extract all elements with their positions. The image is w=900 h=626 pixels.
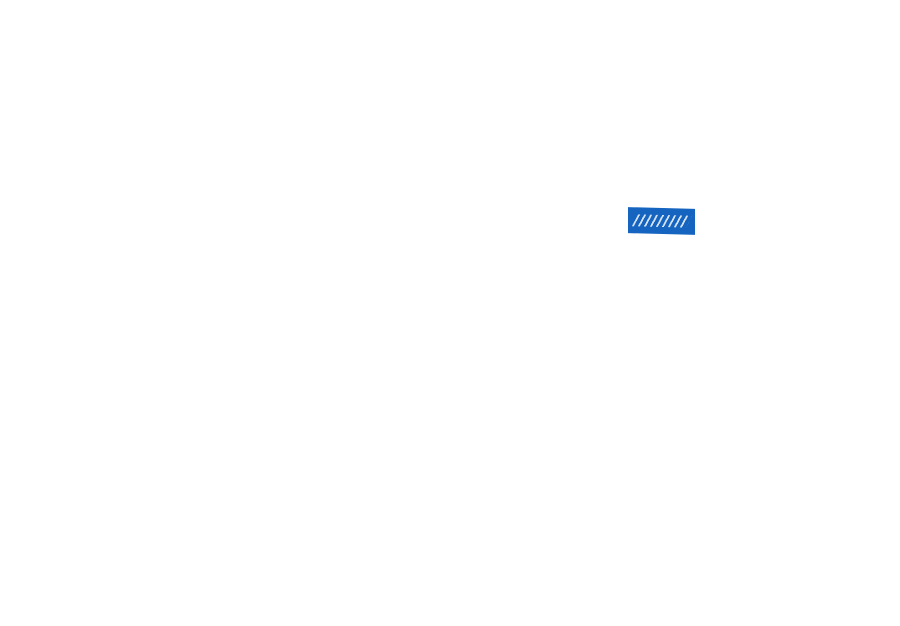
logo-slanted-glyphs-icon (631, 214, 692, 228)
logo-badge (628, 207, 695, 235)
